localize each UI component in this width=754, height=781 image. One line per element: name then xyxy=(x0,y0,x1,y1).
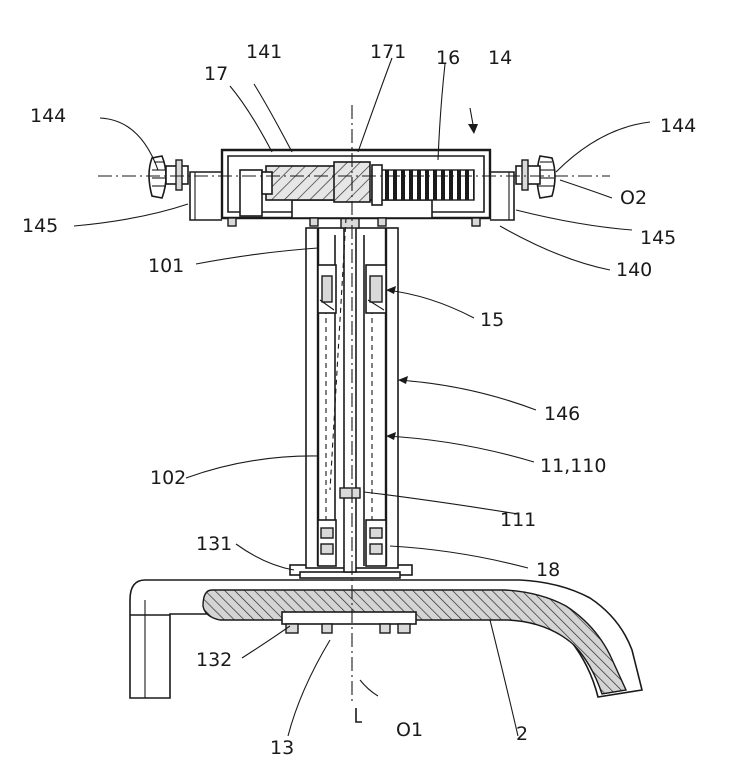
label-111: 111 xyxy=(500,509,536,531)
label-145-right: 145 xyxy=(640,227,676,249)
label-16: 16 xyxy=(436,47,460,69)
lower-clamp-132 xyxy=(282,612,416,633)
label-2: 2 xyxy=(516,723,528,745)
label-102: 102 xyxy=(150,467,186,489)
label-13: 13 xyxy=(270,737,294,759)
label-145-left: 145 xyxy=(22,215,58,237)
label-14: 14 xyxy=(488,47,512,69)
label-140: 140 xyxy=(616,259,652,281)
label-15: 15 xyxy=(480,309,504,331)
label-17: 17 xyxy=(204,63,228,85)
label-132: 132 xyxy=(196,649,232,671)
label-131: 131 xyxy=(196,533,232,555)
label-18: 18 xyxy=(536,559,560,581)
label-141: 141 xyxy=(246,41,282,63)
leader-o1-arc xyxy=(360,680,378,696)
label-171: 171 xyxy=(370,41,406,63)
knob-right-144 xyxy=(516,156,555,198)
threaded-shaft-16 xyxy=(372,165,474,205)
label-11-110: 11,110 xyxy=(540,455,606,477)
label-o2: O2 xyxy=(620,187,647,209)
base-part-2 xyxy=(130,580,642,698)
label-101: 101 xyxy=(148,255,184,277)
label-146: 146 xyxy=(544,403,580,425)
label-144-left: 144 xyxy=(30,105,66,127)
label-144-right: 144 xyxy=(660,115,696,137)
label-o1: O1 xyxy=(396,719,423,741)
